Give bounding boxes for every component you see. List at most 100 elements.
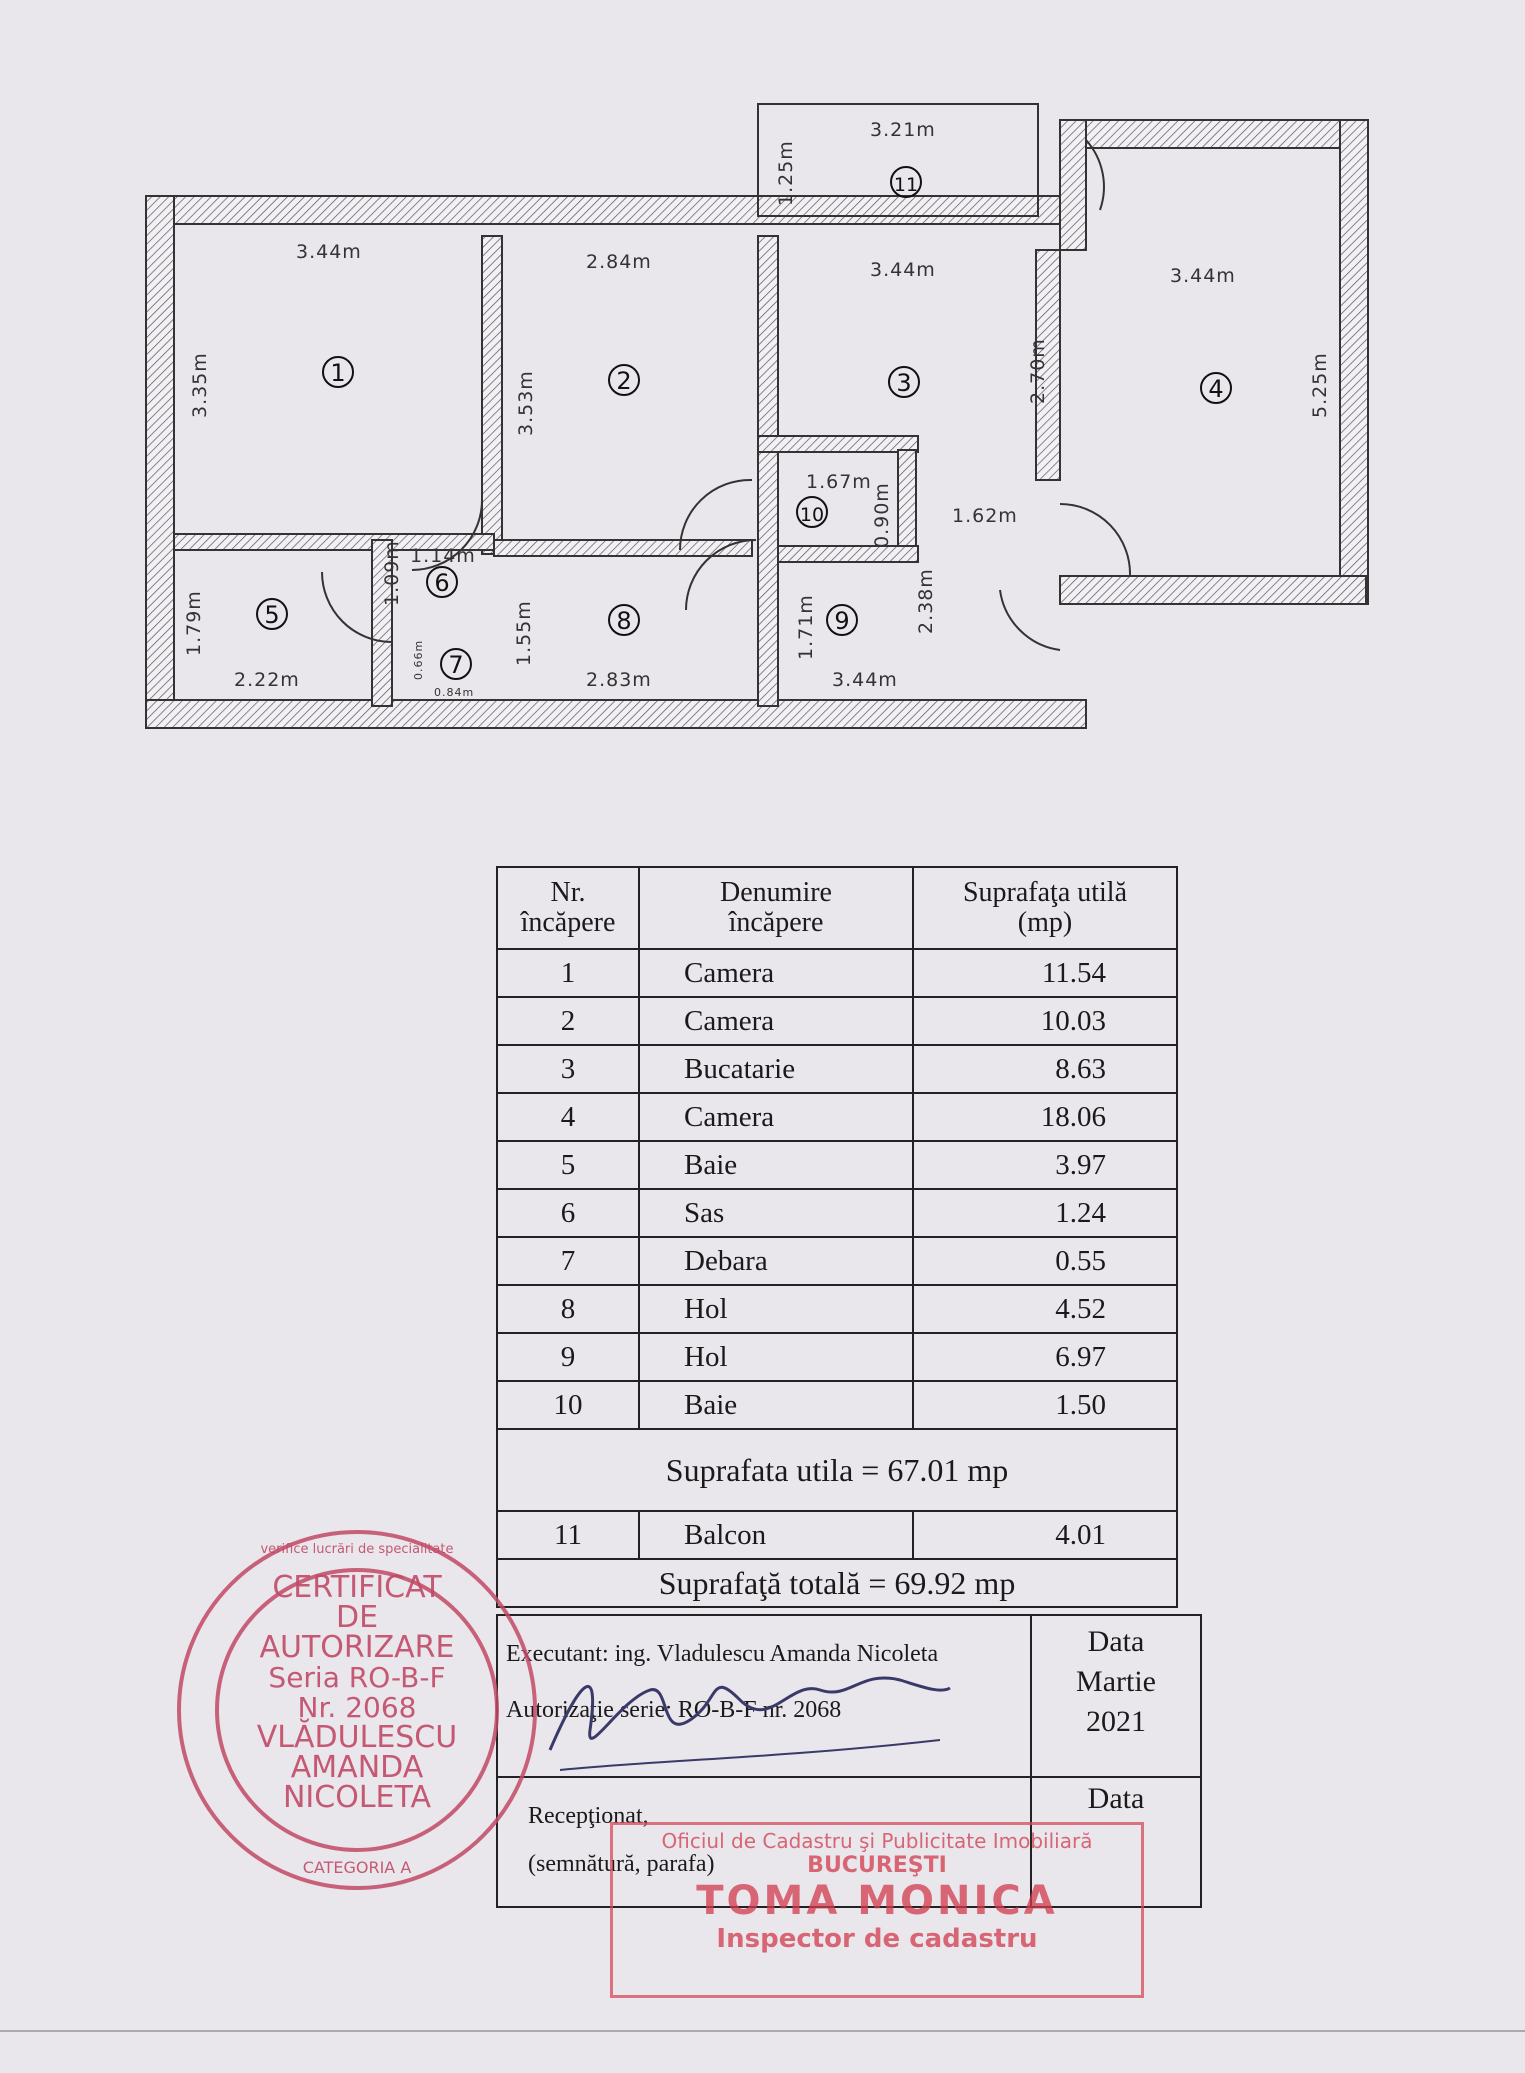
stamp-role: Inspector de cadastru — [716, 1924, 1038, 1954]
stamp-office: Oficiul de Cadastru şi Publicitate Imobi… — [661, 1829, 1093, 1853]
handwritten-signature — [548, 1676, 951, 1771]
svg-text:1.55m: 1.55m — [513, 600, 535, 666]
rooms-table: Nr. încăpere Denumire încăpere Suprafaţa… — [496, 866, 1178, 1608]
cell-name: Bucatarie — [638, 1044, 914, 1094]
cell-area: 1.50 — [912, 1380, 1178, 1430]
authorization-text: Autorizaţie serie: RO-B-F nr. 2068 — [506, 1697, 842, 1723]
svg-text:3: 3 — [896, 369, 911, 397]
cell-area: 11.54 — [912, 948, 1178, 998]
executant-text: Executant: ing. Vladulescu Amanda Nicole… — [506, 1641, 939, 1667]
svg-text:NICOLETA: NICOLETA — [283, 1780, 432, 1815]
total-text: Suprafaţă totală = 69.92 mp — [496, 1558, 1178, 1608]
date-month: Martie — [1076, 1665, 1156, 1698]
svg-text:5: 5 — [264, 601, 279, 629]
svg-text:2.83m: 2.83m — [586, 669, 652, 691]
svg-text:2.70m: 2.70m — [1027, 338, 1049, 404]
cell-name: Hol — [638, 1284, 914, 1334]
svg-text:1.67m: 1.67m — [806, 471, 872, 493]
cell-nr: 10 — [496, 1380, 640, 1430]
cadastre-office-stamp: Oficiul de Cadastru şi Publicitate Imobi… — [610, 1822, 1144, 1998]
cell-name: Sas — [638, 1188, 914, 1238]
subtotal-text: Suprafata utila = 67.01 mp — [496, 1428, 1178, 1512]
svg-text:CERTIFICAT: CERTIFICAT — [272, 1570, 442, 1605]
svg-text:5.25m: 5.25m — [1309, 352, 1331, 418]
cell-nr: 3 — [496, 1044, 640, 1094]
table-header-row: Nr. încăpere Denumire încăpere Suprafaţa… — [496, 866, 1178, 950]
svg-text:1.71m: 1.71m — [795, 594, 817, 660]
svg-text:3.53m: 3.53m — [515, 370, 537, 436]
cell-name: Balcon — [638, 1510, 914, 1560]
cell-name: Camera — [638, 1092, 914, 1142]
authorization-round-stamp: CERTIFICAT DE AUTORIZARE Seria RO-B-F Nr… — [177, 1530, 537, 1890]
svg-text:2.38m: 2.38m — [915, 568, 937, 634]
cell-name: Debara — [638, 1236, 914, 1286]
subtotal-row: Suprafata utila = 67.01 mp — [496, 1428, 1178, 1512]
svg-text:1: 1 — [330, 359, 345, 387]
svg-text:3.44m: 3.44m — [870, 259, 936, 281]
svg-text:0.66m: 0.66m — [412, 640, 425, 680]
signature-block: Executant: ing. Vladulescu Amanda Nicole… — [496, 1614, 1202, 1908]
cell-nr: 5 — [496, 1140, 640, 1190]
stamp-city: BUCUREŞTI — [807, 1853, 947, 1878]
svg-text:1.62m: 1.62m — [952, 505, 1018, 527]
walls — [145, 119, 1369, 729]
dimension-labels: 3.21m 1.25m 3.44m 3.35m 2.84m 3.53m 3.44… — [183, 119, 1331, 699]
cell-nr: 4 — [496, 1092, 640, 1142]
svg-text:DE: DE — [336, 1600, 378, 1635]
svg-text:2.22m: 2.22m — [234, 669, 300, 691]
date-label: Data — [1087, 1625, 1145, 1658]
svg-text:1.79m: 1.79m — [183, 590, 205, 656]
signature-note: (semnătură, parafa) — [528, 1851, 715, 1877]
thin-lines — [321, 103, 1132, 651]
svg-text:3.44m: 3.44m — [1170, 265, 1236, 287]
cell-area: 10.03 — [912, 996, 1178, 1046]
cell-name: Hol — [638, 1332, 914, 1382]
svg-text:2: 2 — [616, 367, 631, 395]
svg-text:3.35m: 3.35m — [189, 352, 211, 418]
cell-nr: 2 — [496, 996, 640, 1046]
cell-name: Baie — [638, 1140, 914, 1190]
svg-text:7: 7 — [448, 651, 463, 679]
cell-area: 3.97 — [912, 1140, 1178, 1190]
cell-nr: 6 — [496, 1188, 640, 1238]
cell-area: 8.63 — [912, 1044, 1178, 1094]
svg-text:CATEGORIA A: CATEGORIA A — [303, 1858, 412, 1877]
cell-nr: 1 — [496, 948, 640, 998]
svg-text:3.21m: 3.21m — [870, 119, 936, 141]
svg-text:1.25m: 1.25m — [775, 140, 797, 206]
svg-text:Nr. 2068: Nr. 2068 — [298, 1691, 417, 1724]
svg-text:verifice lucrări de specialita: verifice lucrări de specialitate — [260, 1542, 453, 1557]
cell-name: Baie — [638, 1380, 914, 1430]
received-cell: Recepţionat, (semnătură, parafa) — [496, 1776, 1032, 1908]
cell-area: 18.06 — [912, 1092, 1178, 1142]
svg-text:4: 4 — [1208, 375, 1223, 403]
cell-nr: 8 — [496, 1284, 640, 1334]
svg-text:3.44m: 3.44m — [296, 241, 362, 263]
svg-text:9: 9 — [834, 607, 849, 635]
cell-nr: 9 — [496, 1332, 640, 1382]
header-nr: Nr. încăpere — [496, 866, 640, 950]
executant-cell: Executant: ing. Vladulescu Amanda Nicole… — [496, 1614, 1032, 1778]
cell-nr: 11 — [496, 1510, 640, 1560]
svg-text:1.14m: 1.14m — [410, 545, 476, 567]
cell-area: 4.52 — [912, 1284, 1178, 1334]
cell-area: 6.97 — [912, 1332, 1178, 1382]
svg-text:2.84m: 2.84m — [586, 251, 652, 273]
floor-plan: 3.21m 1.25m 3.44m 3.35m 2.84m 3.53m 3.44… — [145, 103, 1369, 729]
stamp-name: TOMA MONICA — [696, 1878, 1058, 1924]
header-name: Denumire încăpere — [638, 866, 914, 950]
cell-area: 4.01 — [912, 1510, 1178, 1560]
svg-text:1.09m: 1.09m — [381, 540, 403, 606]
svg-text:VLĂDULESCU: VLĂDULESCU — [257, 1718, 457, 1755]
svg-text:0.84m: 0.84m — [434, 686, 474, 699]
cell-name: Camera — [638, 996, 914, 1046]
svg-text:11: 11 — [894, 174, 918, 196]
